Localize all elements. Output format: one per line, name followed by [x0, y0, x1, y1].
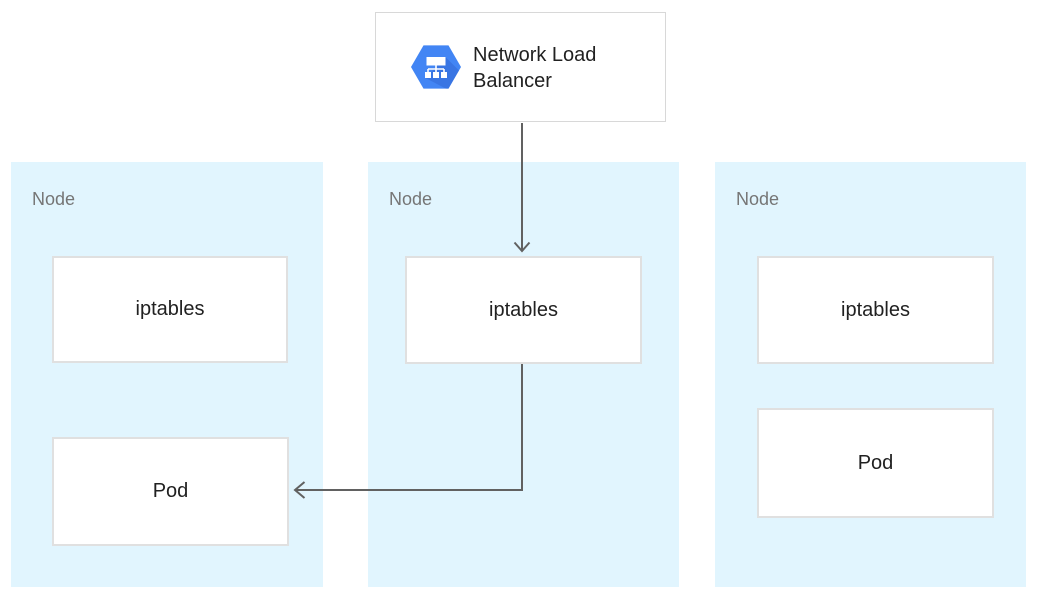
node-1-pod-box: Pod: [52, 437, 289, 546]
node-1-iptables-label: iptables: [135, 298, 205, 320]
node-3-pod-box: Pod: [757, 408, 994, 518]
node-3-iptables-label: iptables: [841, 298, 910, 321]
node-1: Node iptables Pod: [11, 162, 323, 587]
node-1-label: Node: [32, 189, 76, 209]
node-3: Node iptables Pod: [715, 162, 1026, 587]
node-2-label: Node: [389, 189, 433, 209]
node-3-label: Node: [736, 189, 780, 209]
node-2-iptables-label: iptables: [489, 298, 558, 321]
network-load-balancer-icon: [410, 44, 462, 90]
node-3-iptables-box: iptables: [757, 256, 994, 364]
network-load-balancer-label: Network Load Balancer: [473, 44, 597, 92]
node-3-pod-label: Pod: [857, 451, 894, 474]
node-2-iptables-box: iptables: [405, 256, 642, 364]
node-2: Node iptables: [368, 162, 679, 587]
node-1-pod-label: Pod: [152, 480, 189, 502]
network-load-balancer-card: Network Load Balancer: [375, 12, 666, 122]
node-1-iptables-box: iptables: [52, 256, 288, 363]
